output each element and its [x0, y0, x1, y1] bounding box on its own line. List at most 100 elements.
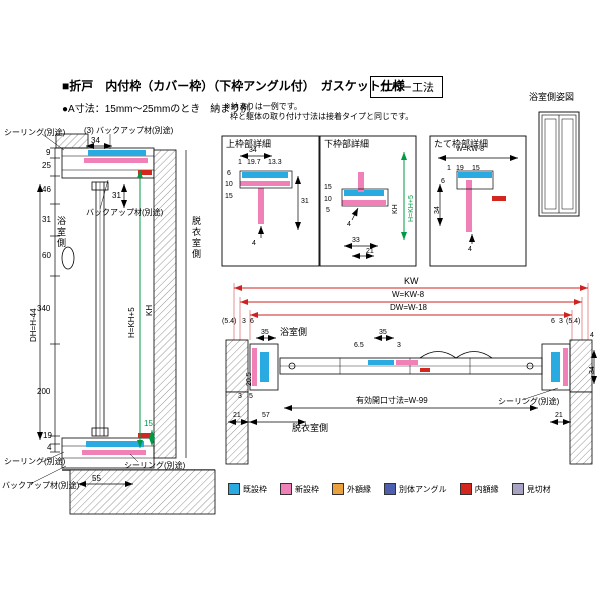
dressing-side-label-h: 脱衣室側 [292, 423, 329, 433]
legend-item-trim: 見切材 [511, 483, 551, 495]
dim-34-top: 34 [91, 136, 100, 145]
dim-31-inner: 31 [112, 191, 121, 200]
door-handle [61, 246, 75, 270]
size-note: ●A寸法：15mm～25mmのとき 納まり例 [62, 104, 251, 115]
dim-34-right: 34 [589, 366, 596, 374]
effective-opening-label: 有効開口寸法=W-99 [356, 396, 428, 405]
legend-label-outer-casing: 外額縁 [347, 484, 371, 494]
dim-h-left: H=KH+5 [127, 307, 136, 338]
legend-swatch-new [280, 483, 292, 495]
dim-kw: KW [404, 276, 419, 286]
legend-label-existing: 既設枠 [243, 484, 267, 494]
dim-21-left: 21 [233, 412, 241, 419]
detail-bottom-title: 下枠部詳細 [324, 139, 370, 149]
dbot-21: 21 [366, 248, 374, 255]
dtop-34: 34 [249, 147, 257, 154]
dbot-5: 5 [326, 207, 330, 214]
legend-swatch-angle [384, 483, 396, 495]
dim-19: 19 [43, 431, 52, 440]
dim-31-left: 31 [42, 215, 51, 224]
dtop-6: 6 [227, 170, 231, 177]
legend-item-new: 新設枠 [280, 483, 319, 495]
dim-6-5: 6.5 [354, 342, 364, 349]
dtop-13-3: 13.3 [268, 159, 282, 166]
dim-55: 55 [92, 474, 101, 483]
detail-bottom-frame-content [341, 172, 389, 259]
backup-note-bottom: バックアップ材(別途) [2, 481, 80, 490]
dim-3-center: 3 [397, 342, 401, 349]
dim-3-right-top: 3 [559, 318, 563, 325]
legend-label-angle: 別体アングル [399, 484, 447, 494]
dim-25: 25 [42, 161, 51, 170]
dtop-10: 10 [225, 181, 233, 188]
legend: 既設枠 新設枠 外額縁 別体アングル 内額縁 見切材 [228, 483, 551, 495]
red-dimension-lines [233, 283, 589, 340]
dim-9: 9 [46, 148, 51, 157]
dtop-1: 1 [238, 159, 242, 166]
dim-35-center: 35 [379, 329, 387, 336]
dbot-kh: KH [392, 204, 399, 214]
dim-6-left-top: 6 [250, 318, 254, 325]
note-2: 枠と躯体の取り付け寸法は接着タイプと同じです。 [230, 112, 414, 121]
elevation-label: 浴室側姿図 [529, 92, 575, 102]
dside-w: W=KW-8 [456, 146, 485, 153]
dim-15-green: 15 [144, 419, 153, 428]
dim-21-right: 21 [555, 412, 563, 419]
sealing-note-top: シーリング(別途) [4, 128, 66, 137]
dim-5-left-bottom: 5 [249, 393, 253, 400]
detail-side-title: たて枠部詳細 [434, 139, 489, 149]
dside-19: 19 [456, 165, 464, 172]
dside-1: 1 [447, 165, 451, 172]
dtop-4: 4 [252, 240, 256, 247]
legend-swatch-inner-casing [459, 483, 472, 495]
legend-label-new: 新設枠 [295, 484, 319, 494]
detail-top-frame-content [239, 153, 301, 238]
dbot-15: 15 [324, 184, 332, 191]
horizontal-section-dimensions [228, 335, 597, 425]
dbot-h: H=KH+5 [408, 195, 415, 222]
sealing-note-bottom-mid: シーリング(別途) [124, 461, 186, 470]
dbot-33: 33 [352, 237, 360, 244]
dim-w: W=KW-8 [392, 290, 425, 299]
sealing-note-right: シーリング(別途) [498, 397, 560, 406]
legend-item-angle: 別体アングル [384, 483, 447, 495]
dim-35-left: 35 [261, 329, 269, 336]
backup-note-top: バックアップ材(別途) [96, 126, 174, 135]
backup-num-top: (3) [84, 126, 94, 135]
legend-item-inner-casing: 内額縁 [459, 483, 499, 495]
detail-top-title: 上枠部詳細 [226, 139, 272, 149]
legend-swatch-outer-casing [332, 483, 344, 495]
dim-46: 46 [42, 185, 51, 194]
dim-4-right: 4 [590, 332, 594, 339]
backup-note-mid: バックアップ材(別途) [86, 208, 164, 217]
dbot-10: 10 [324, 196, 332, 203]
dim-3-left-top: 3 [242, 318, 246, 325]
bath-side-label-h: 浴室側 [280, 327, 308, 337]
dressing-side-label-v: 脱衣室側 [191, 216, 201, 260]
dtop-19-7: 19.7 [247, 159, 261, 166]
dim-57: 57 [262, 412, 270, 419]
dim-4-bottom: 4 [47, 443, 52, 452]
detail-box-frames [221, 135, 527, 267]
dim-5-4-right: (5.4) [566, 318, 581, 325]
note-1: ※納まりは一例です。 [224, 102, 302, 111]
legend-swatch-existing [228, 483, 240, 495]
bath-elevation-figure [538, 111, 580, 217]
page-title: ■折戸 内付枠（カバー枠）（下枠アングル付） ガスケット仕様 [62, 79, 405, 93]
dim-6-right-top: 6 [551, 318, 555, 325]
dim-20-5: 20.5 [246, 372, 253, 386]
dbot-4: 4 [347, 221, 351, 228]
dim-dw: DW=W-18 [390, 303, 427, 312]
dim-kh-left: KH [145, 304, 154, 316]
method-badge: カバー工法 [370, 76, 443, 98]
horizontal-section-drawing [225, 339, 593, 465]
dside-15: 15 [472, 165, 480, 172]
legend-label-inner-casing: 内額縁 [474, 484, 499, 494]
dside-34: 34 [434, 206, 441, 214]
bath-side-label-v: 浴室側 [56, 216, 66, 249]
legend-swatch-trim [511, 483, 524, 495]
dside-4: 4 [468, 246, 472, 253]
legend-item-outer-casing: 外額縁 [332, 483, 371, 495]
dim-3-left-bottom: 3 [238, 393, 242, 400]
